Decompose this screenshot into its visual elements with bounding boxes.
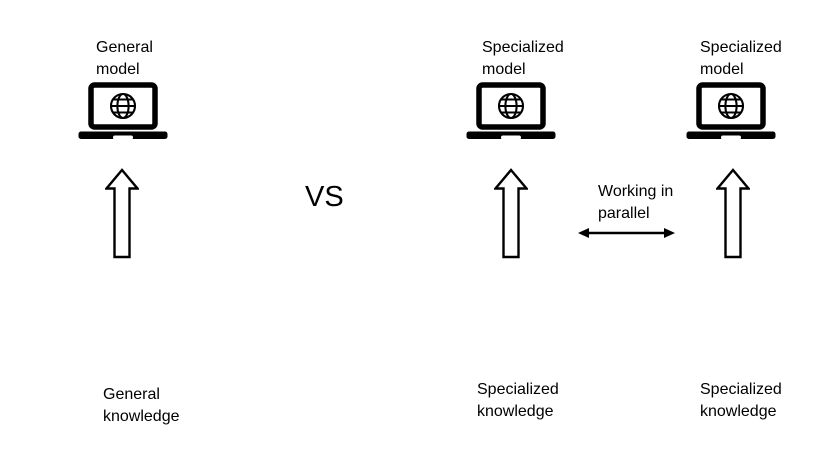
smiley-face-icon — [105, 273, 149, 317]
smiley-face-icon — [738, 280, 782, 324]
specialized-knowledge-right-caption: Specialized knowledge — [700, 381, 782, 420]
laptop-globe-icon — [466, 82, 556, 140]
up-arrow-icon — [716, 168, 750, 259]
general-knowledge-caption: General knowledge — [103, 386, 180, 425]
smiley-face-icon — [48, 327, 92, 371]
smiley-face-icon — [459, 280, 503, 324]
vs-label: VS — [305, 181, 344, 213]
up-arrow-icon — [494, 168, 528, 259]
smiley-face-icon — [488, 331, 532, 375]
laptop-globe-icon — [686, 82, 776, 140]
general-model-title: General model — [96, 39, 153, 78]
up-arrow-icon — [105, 168, 139, 259]
smiley-face-icon — [165, 273, 209, 317]
specialized-model-right-title: Specialized model — [700, 39, 782, 78]
laptop-globe-icon — [78, 82, 168, 140]
working-in-parallel-label: Working in parallel — [598, 183, 674, 222]
specialized-knowledge-left-caption: Specialized knowledge — [477, 381, 559, 420]
smiley-face-icon — [105, 327, 149, 371]
smiley-face-icon — [678, 280, 722, 324]
smiley-face-icon — [516, 280, 560, 324]
smiley-face-icon — [708, 331, 752, 375]
double-headed-arrow-icon — [578, 227, 675, 239]
specialized-model-left-title: Specialized model — [482, 39, 564, 78]
smiley-face-icon — [48, 273, 92, 317]
smiley-face-icon — [165, 327, 209, 371]
